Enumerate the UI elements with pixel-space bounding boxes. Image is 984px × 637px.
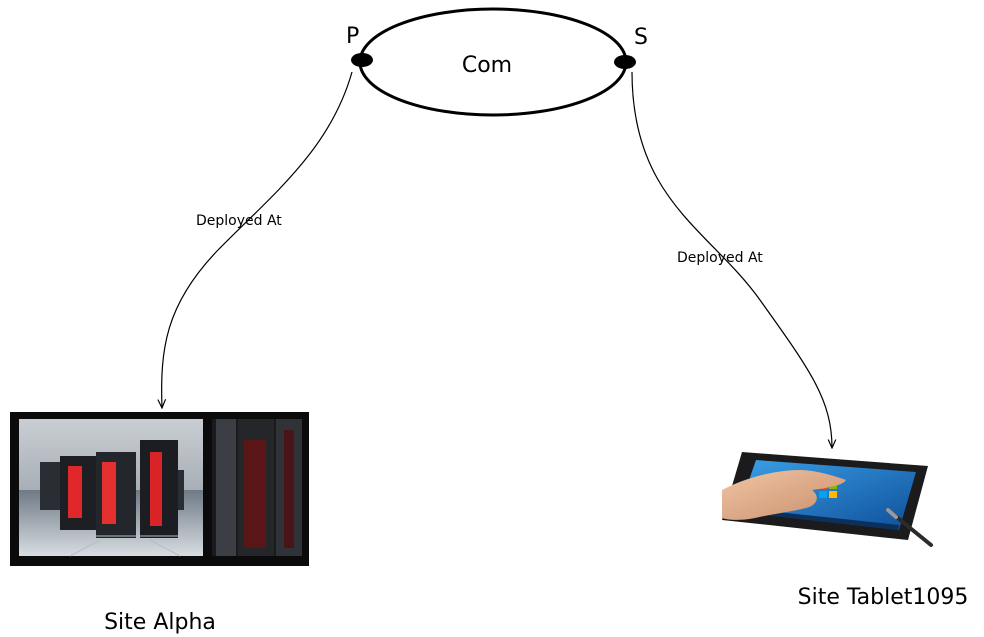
edge-label-alpha: Deployed At: [196, 213, 282, 229]
port-p-dot[interactable]: [351, 53, 373, 67]
port-s-label: S: [634, 25, 648, 50]
edge-p-to-site-alpha: [162, 71, 353, 408]
edge-label-tablet: Deployed At: [677, 250, 763, 266]
site-alpha-image: [10, 412, 309, 566]
port-p-label: P: [346, 24, 359, 49]
site-tablet-label: Site Tablet1095: [798, 585, 969, 610]
port-s-dot[interactable]: [614, 55, 636, 69]
edge-s-to-site-tablet: [631, 71, 832, 448]
site-alpha-label: Site Alpha: [104, 610, 216, 635]
site-tablet-image: [722, 452, 933, 547]
component-label: Com: [462, 53, 512, 78]
